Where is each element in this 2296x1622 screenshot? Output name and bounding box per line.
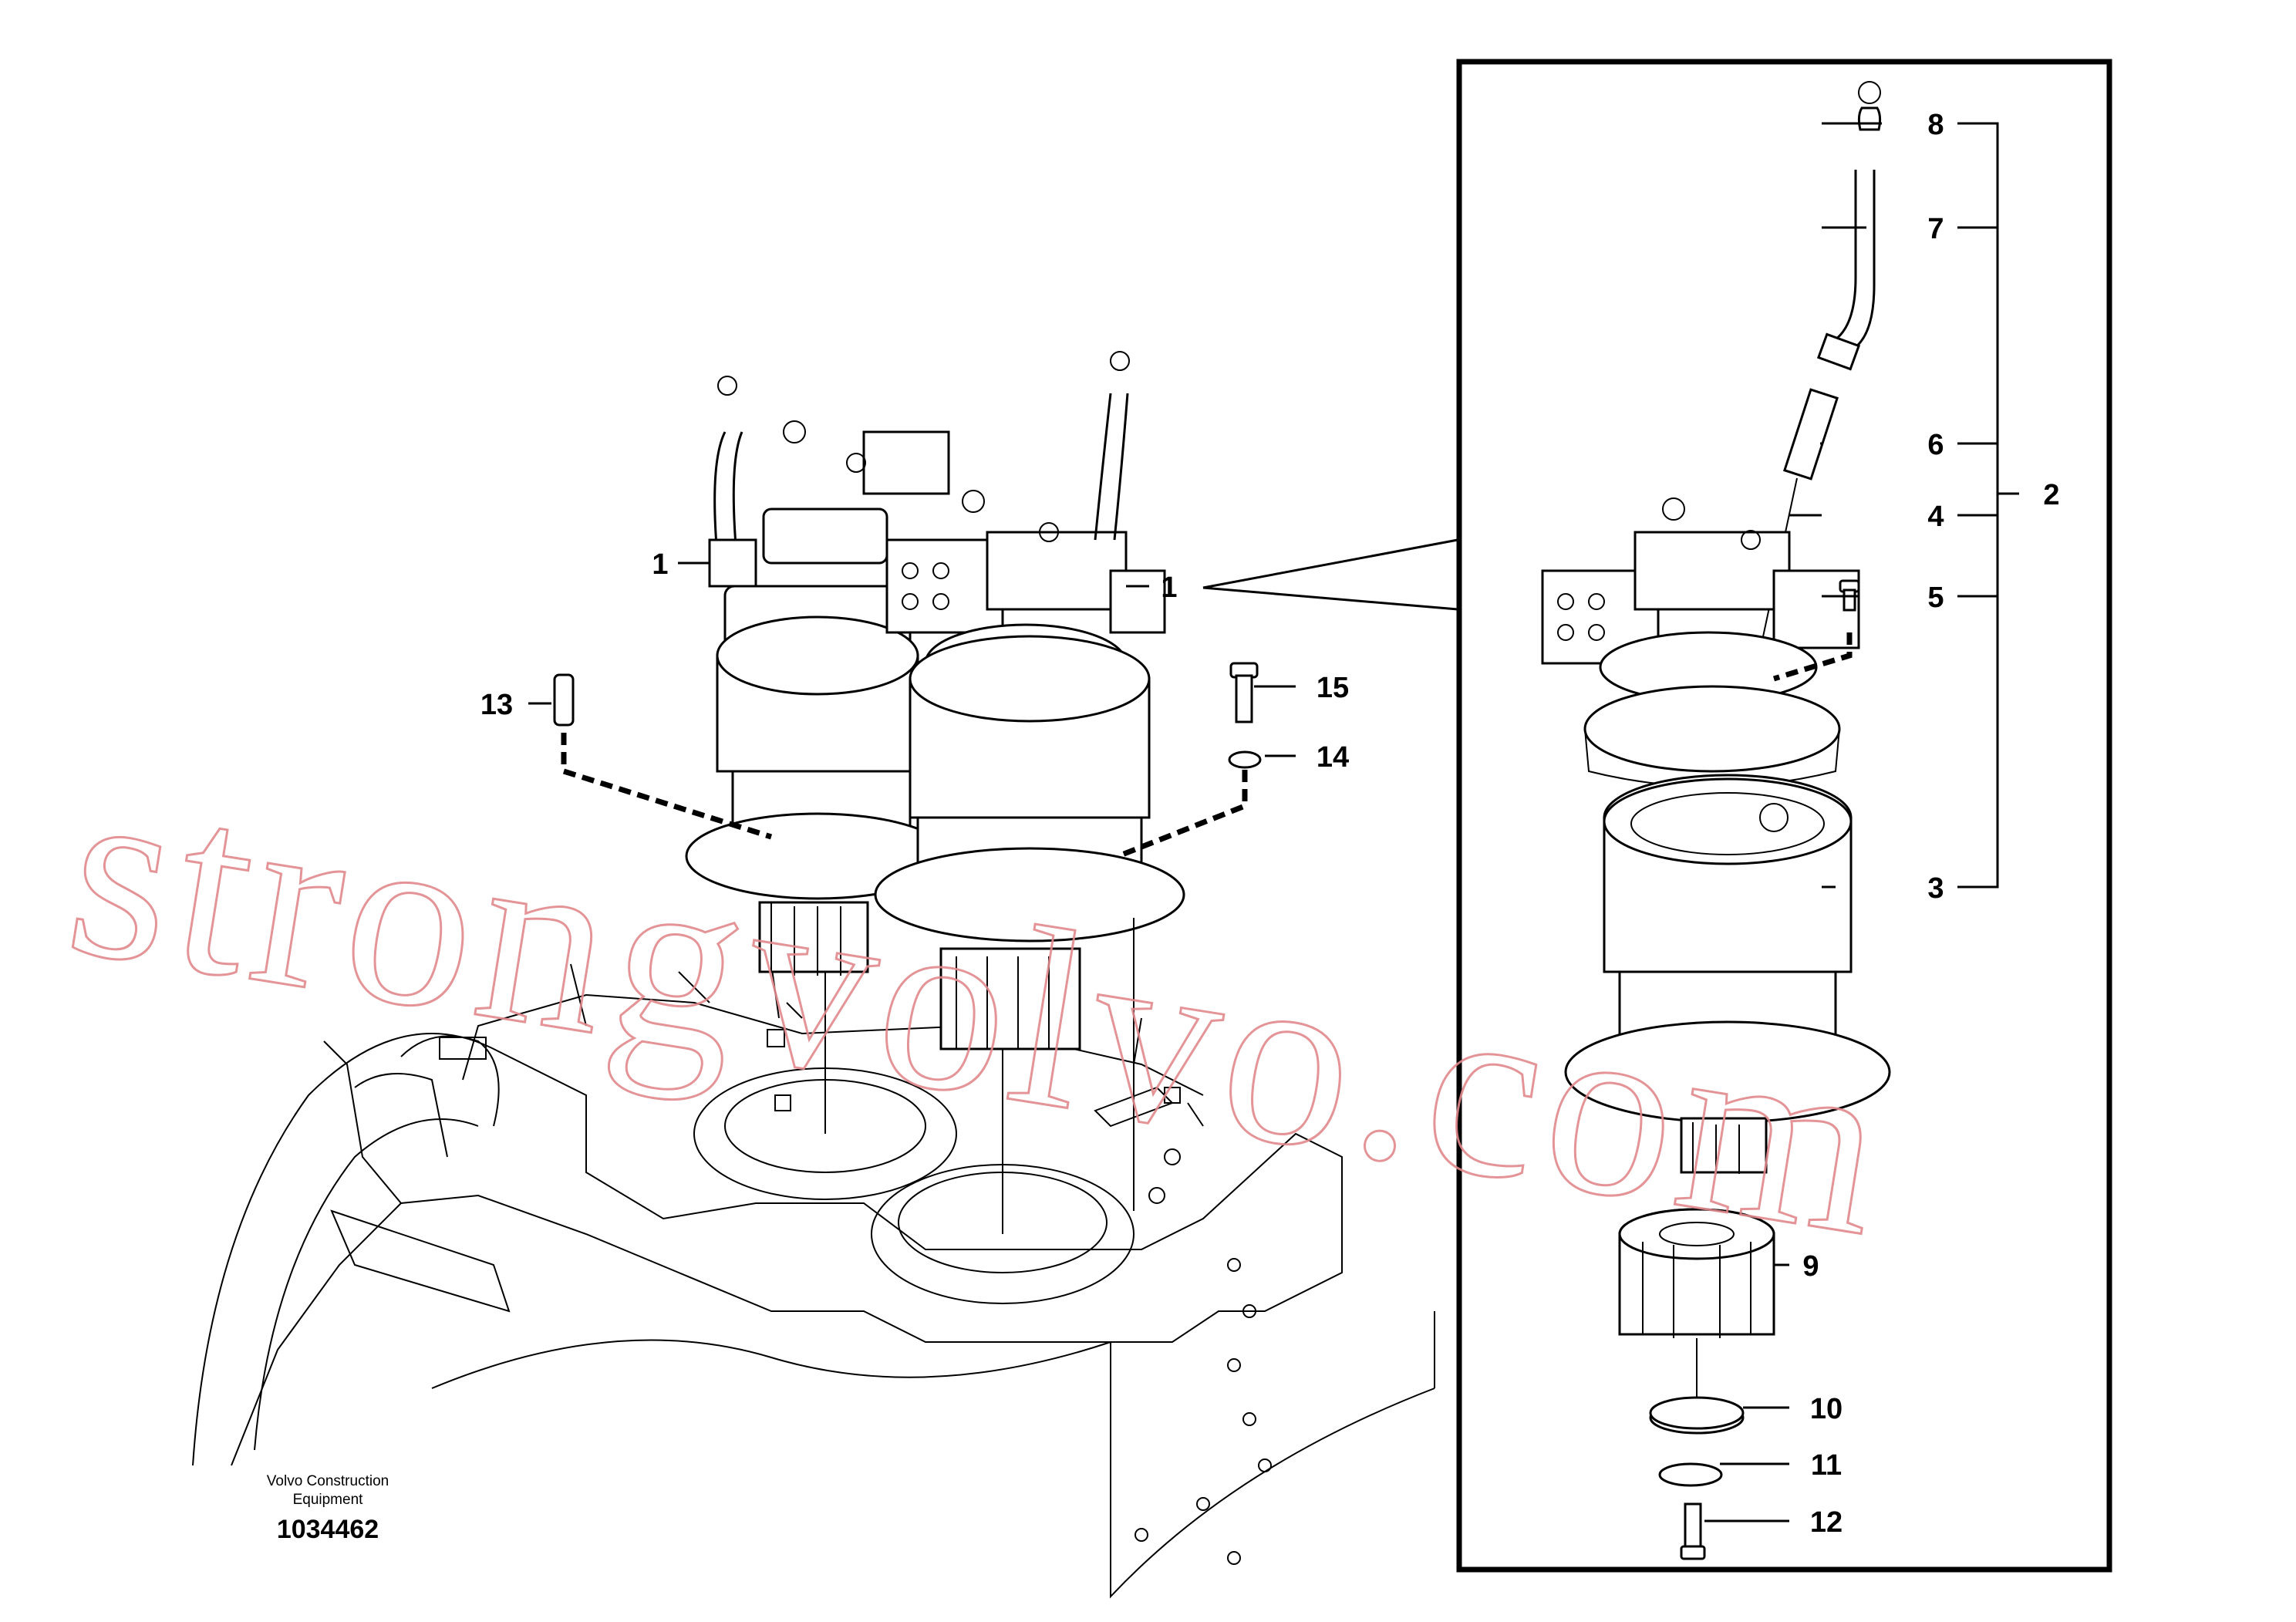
reduction-gear-housing <box>1564 774 1891 1174</box>
swing-motor-rear <box>685 376 950 976</box>
credit-line-1: Volvo Construction <box>267 1473 389 1489</box>
dash-line-14 <box>1117 770 1248 859</box>
callout-12: 12 <box>1810 1506 1843 1539</box>
callout-6: 6 <box>1927 429 1944 461</box>
callout-3: 3 <box>1927 872 1944 905</box>
end-plate <box>1649 1396 1745 1435</box>
callout-5: 5 <box>1927 582 1944 614</box>
callout-9: 9 <box>1802 1250 1819 1283</box>
swing-motor-front <box>874 351 1185 1050</box>
lock-plate <box>1658 1462 1723 1487</box>
dash-line-5 <box>1772 632 1853 682</box>
dash-line-13 <box>561 733 773 840</box>
callout-15: 15 <box>1317 672 1349 704</box>
pinion-gear <box>1618 1208 1775 1338</box>
callout-10: 10 <box>1810 1393 1843 1425</box>
group-bracket <box>1957 122 2019 889</box>
callout-14: 14 <box>1317 741 1349 774</box>
callout-11: 11 <box>1811 1449 1842 1482</box>
document-number: 1034462 <box>277 1515 379 1544</box>
callout-2: 2 <box>2043 479 2059 511</box>
dowel-pin-13 <box>553 673 575 727</box>
callout-8: 8 <box>1927 109 1944 141</box>
upper-frame-outline <box>192 963 1435 1599</box>
callout-13: 13 <box>480 689 513 721</box>
alignment-lines <box>824 918 1135 1234</box>
washer-14 <box>1228 750 1262 769</box>
detail-box <box>1456 59 2112 1573</box>
callout-1-front: 1 <box>1161 572 1177 604</box>
leader-lines <box>528 122 1882 1523</box>
credit-line-2: Equipment <box>293 1492 364 1508</box>
detail-pointer <box>1202 538 1458 611</box>
swing-motor-detail <box>1541 497 1860 787</box>
callout-1-rear: 1 <box>652 548 668 581</box>
callout-7: 7 <box>1927 213 1944 245</box>
bolt-15 <box>1229 662 1259 723</box>
bolt-12 <box>1680 1502 1706 1560</box>
callout-4: 4 <box>1927 501 1944 533</box>
